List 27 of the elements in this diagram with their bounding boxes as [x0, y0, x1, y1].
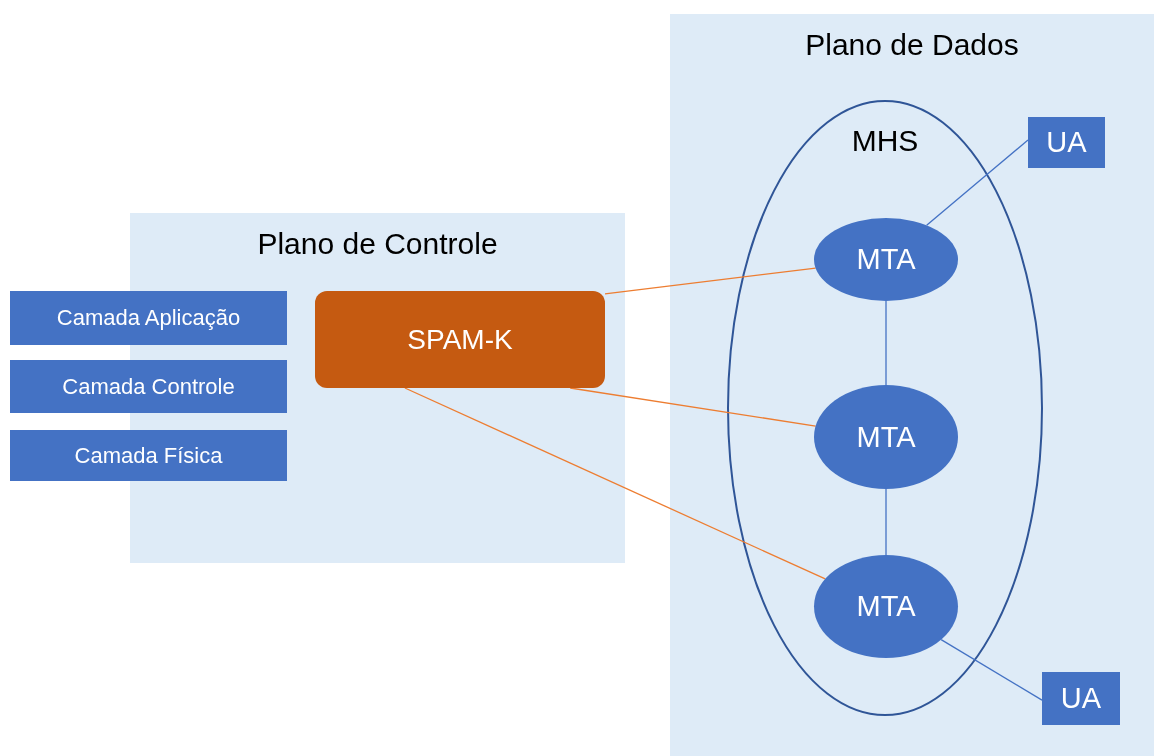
node-label: Camada Aplicação: [56, 304, 241, 332]
connector-line: [885, 300, 887, 386]
connector-line: [404, 387, 826, 580]
plane-panel: [670, 14, 1154, 756]
node-label: MTA: [856, 419, 916, 455]
connector-line: [940, 638, 1043, 701]
node-label: SPAM-K: [407, 323, 513, 357]
connector-line: [604, 267, 817, 295]
controller-box: [315, 291, 605, 388]
node-label: Camada Controle: [62, 372, 235, 401]
layer-box: [10, 430, 287, 481]
system-ellipse: [727, 100, 1043, 716]
layer-box: [10, 291, 287, 345]
node-label: MTA: [856, 589, 916, 625]
user-agent-box: [1028, 117, 1105, 168]
ellipse-label: MHS: [850, 123, 920, 159]
user-agent-box: [1042, 672, 1120, 725]
panel-title: Plano de Dados: [804, 27, 1020, 63]
connector-line: [885, 488, 887, 556]
node-label: UA: [1046, 125, 1087, 161]
node-label: Camada Física: [74, 441, 223, 470]
connector-line: [926, 139, 1029, 226]
connector-line: [569, 387, 817, 427]
node-label: MTA: [856, 242, 916, 278]
layer-box: [10, 360, 287, 413]
panel-title: Plano de Controle: [256, 226, 499, 262]
node-label: UA: [1060, 681, 1102, 717]
